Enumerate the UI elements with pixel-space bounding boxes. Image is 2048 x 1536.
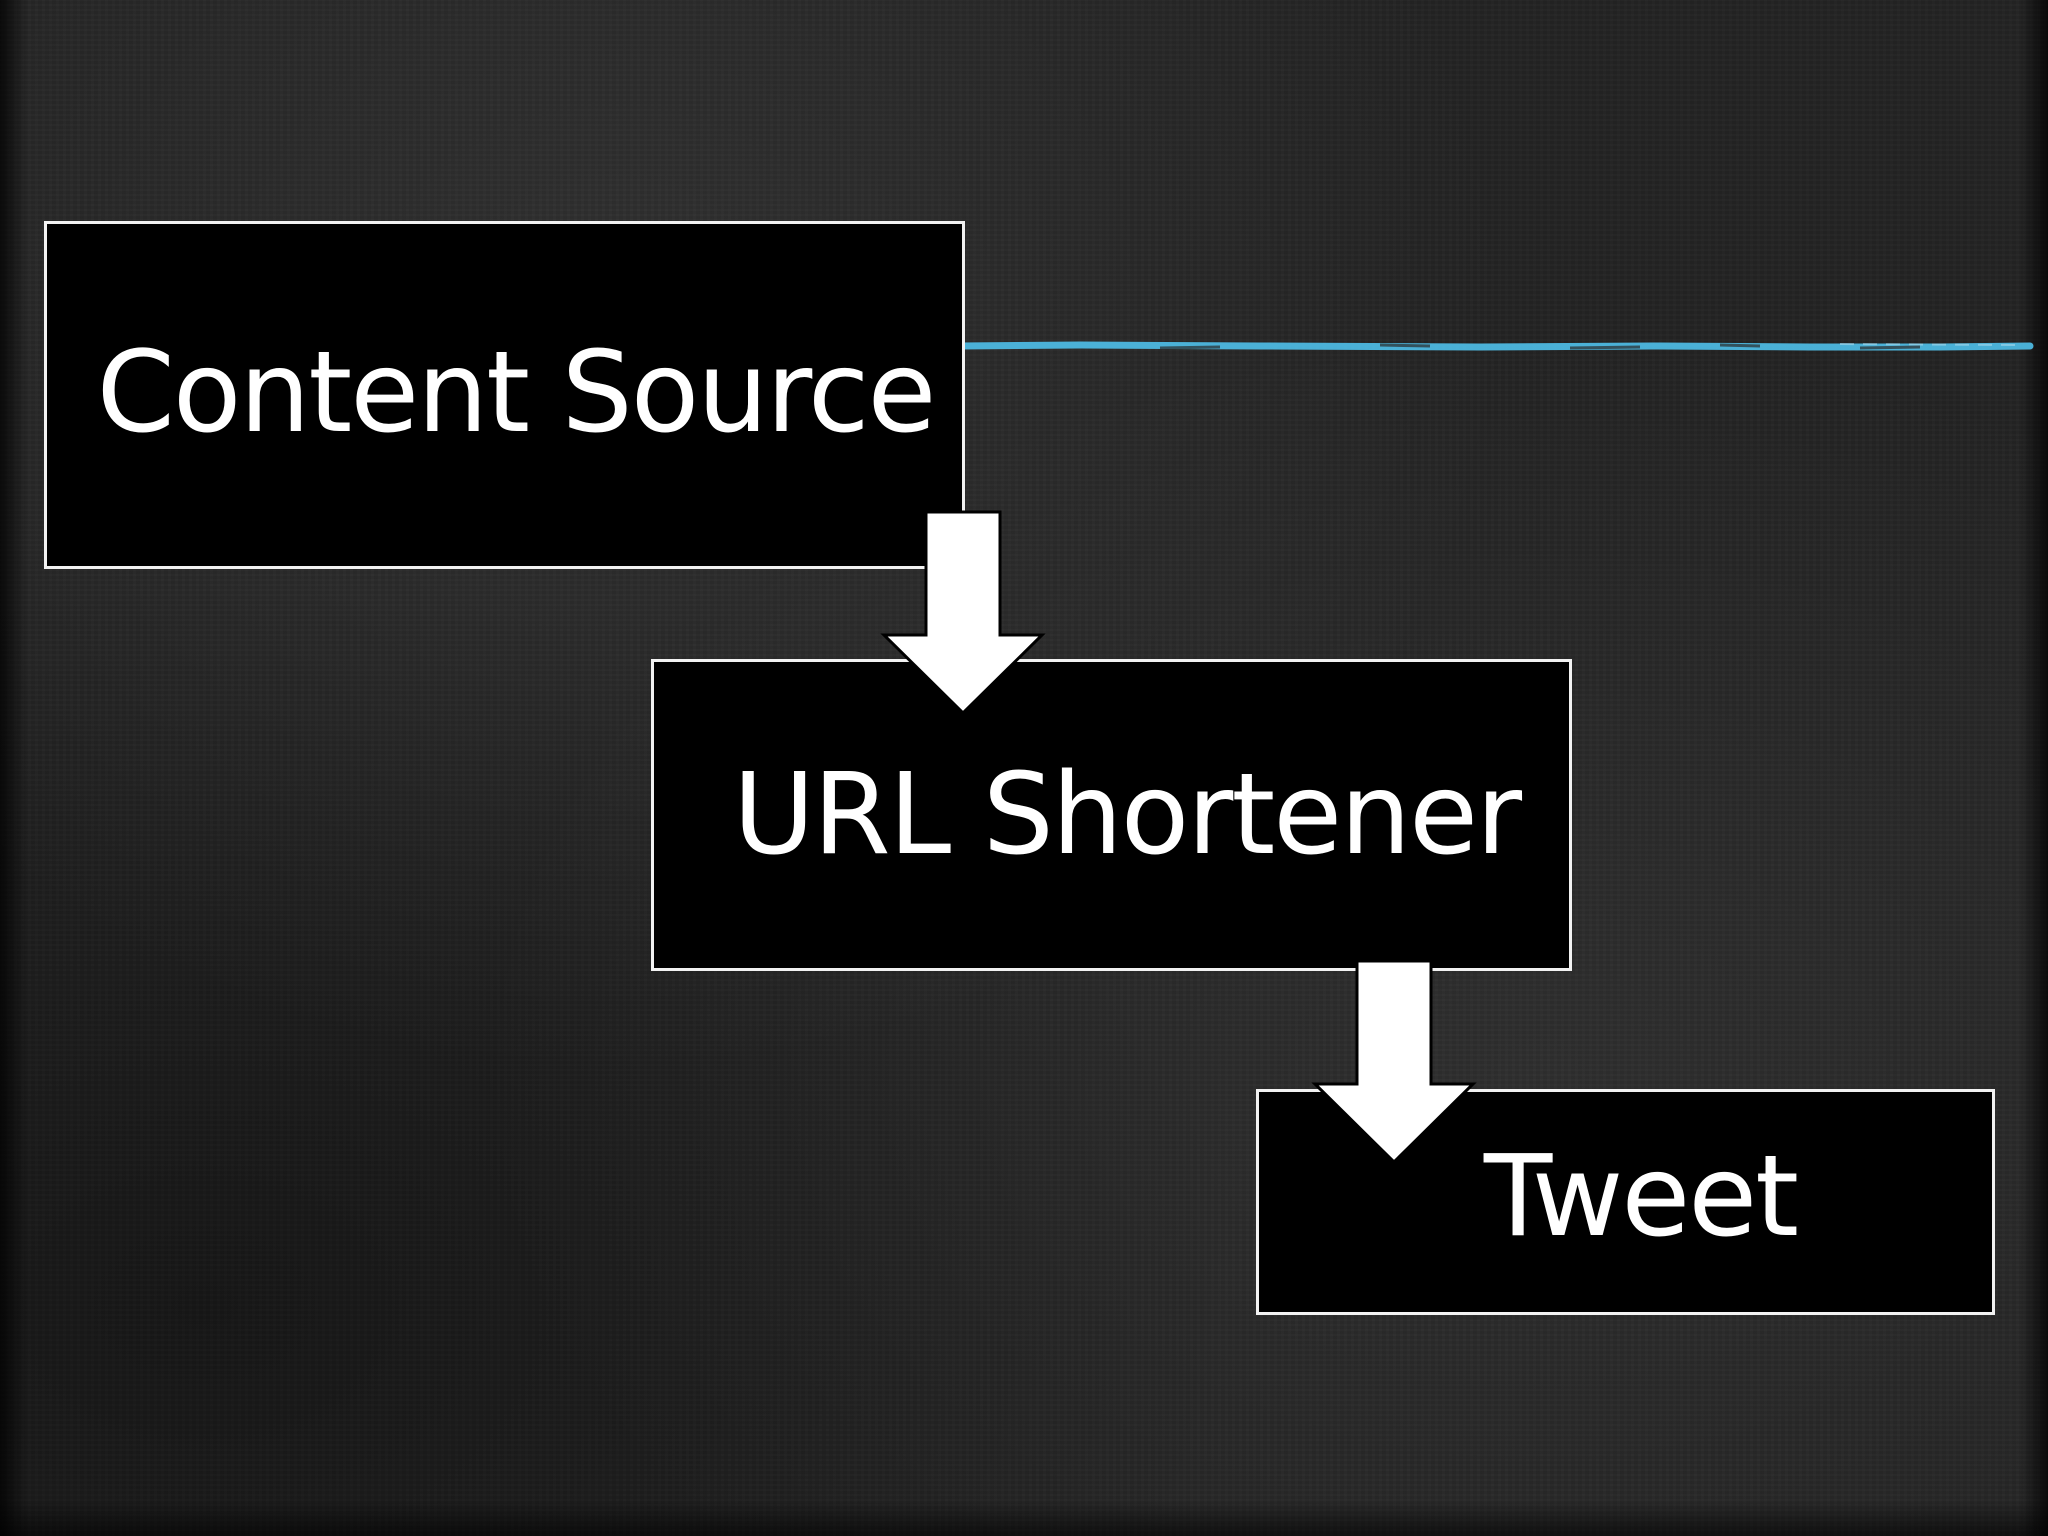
node-content-source-label: Content Source — [96, 328, 937, 458]
chalkboard-right-edge — [2020, 0, 2048, 1536]
arrow-down-icon — [1311, 959, 1477, 1165]
node-url-shortener-label: URL Shortener — [732, 750, 1522, 880]
node-tweet: Tweet — [1256, 1089, 1995, 1315]
accent-chalk-line — [956, 341, 2034, 351]
arrow-down-icon — [880, 510, 1046, 716]
chalkboard-bottom-edge — [0, 1500, 2048, 1536]
chalkboard-left-edge — [0, 0, 28, 1536]
node-content-source: Content Source — [44, 221, 965, 569]
node-url-shortener: URL Shortener — [651, 659, 1572, 971]
node-tweet-label: Tweet — [1483, 1132, 1799, 1262]
